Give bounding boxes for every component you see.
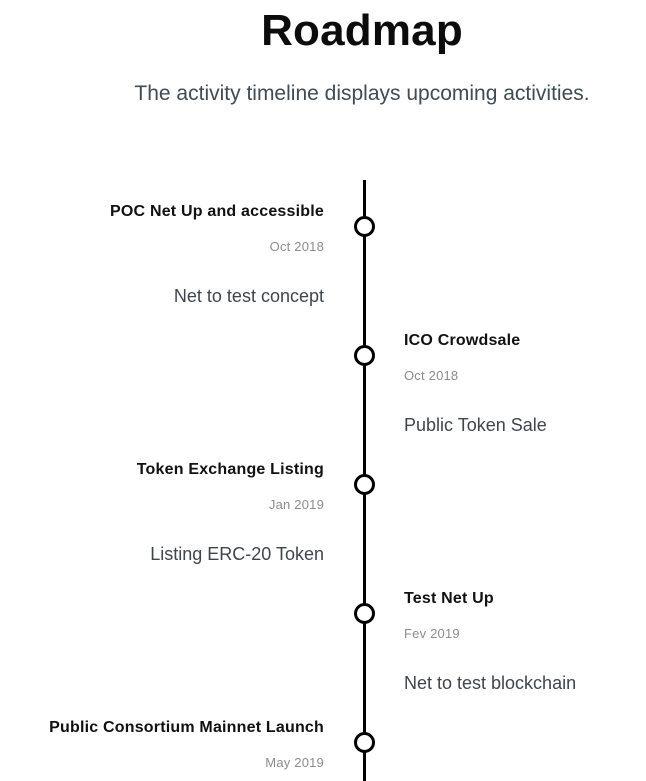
event-date: Jan 2019 — [268, 497, 324, 512]
event-description: Listing ERC-20 Token — [150, 544, 324, 564]
timeline-event: Token Exchange Listing Jan 2019 Listing … — [12, 459, 324, 566]
timeline-event: ICO Crowdsale Oct 2018 Public Token Sale — [404, 330, 646, 437]
event-date: May 2019 — [265, 755, 324, 770]
event-title: Token Exchange Listing — [136, 461, 324, 478]
timeline-node-marker — [354, 732, 375, 753]
timeline-node-marker — [354, 345, 375, 366]
page-subtitle: The activity timeline displays upcoming … — [134, 82, 590, 105]
event-description: Public Token Sale — [404, 415, 547, 435]
event-date: Oct 2018 — [404, 368, 459, 383]
event-date: Fev 2019 — [404, 626, 460, 641]
timeline-event: POC Net Up and accessible Oct 2018 Net t… — [12, 201, 324, 308]
event-description: Net to test concept — [173, 286, 324, 306]
timeline-node-marker — [354, 603, 375, 624]
page-title: Roadmap — [261, 6, 463, 55]
timeline-node-marker — [354, 216, 375, 237]
event-title: Public Consortium Mainnet Launch — [49, 719, 324, 736]
timeline-event: Test Net Up Fev 2019 Net to test blockch… — [404, 588, 646, 695]
event-date: Oct 2018 — [269, 239, 324, 254]
event-description: Net to test blockchain — [404, 673, 577, 693]
event-title: Test Net Up — [404, 590, 494, 607]
header: Roadmap The activity timeline displays u… — [78, 0, 646, 108]
timeline-node-marker — [354, 474, 375, 495]
event-title: POC Net Up and accessible — [110, 203, 324, 220]
timeline-event: Public Consortium Mainnet Launch May 201… — [12, 717, 324, 781]
event-title: ICO Crowdsale — [404, 332, 521, 349]
